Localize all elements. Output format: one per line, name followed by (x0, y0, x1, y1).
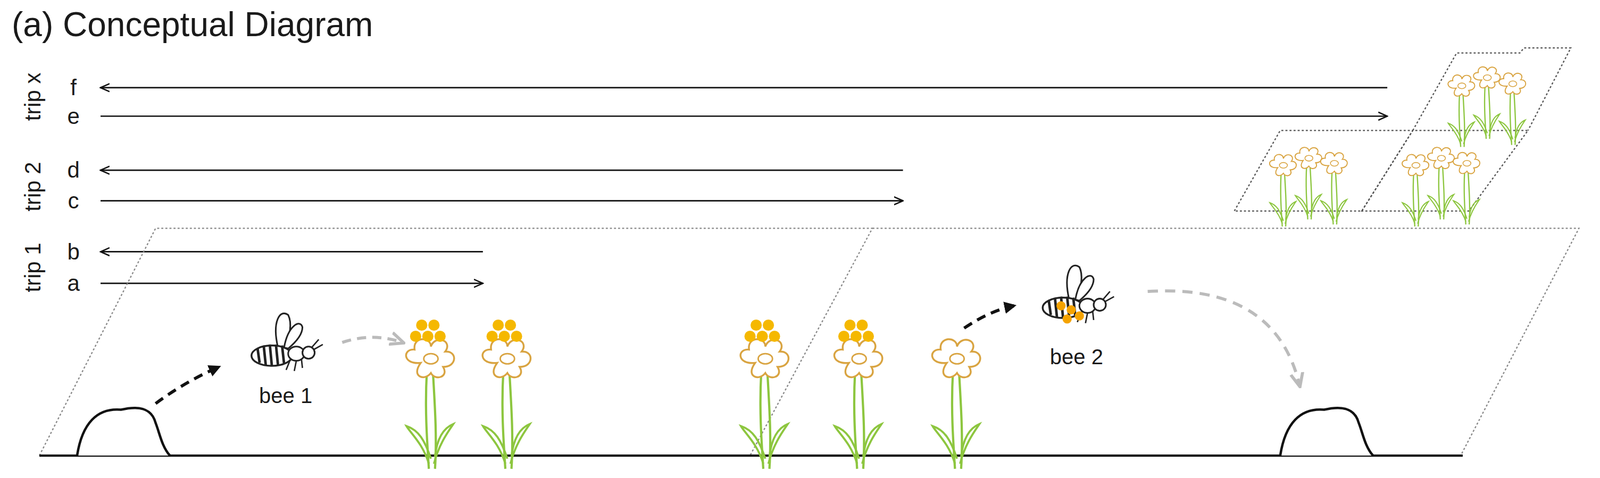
trip-letter: c (68, 189, 80, 213)
trip-letter: d (67, 159, 80, 182)
trip-label: trip 1 (21, 242, 44, 293)
figure-title: (a) Conceptual Diagram (11, 7, 373, 42)
trip-letter: b (67, 240, 80, 264)
trip-letter: f (70, 76, 77, 99)
trip-letter: e (67, 105, 80, 128)
bee-label: bee 1 (259, 385, 313, 407)
trip-label: trip x (21, 72, 44, 122)
trip-label: trip 2 (21, 161, 44, 212)
bee-label: bee 2 (1050, 346, 1104, 368)
trip-letter: a (67, 272, 80, 295)
